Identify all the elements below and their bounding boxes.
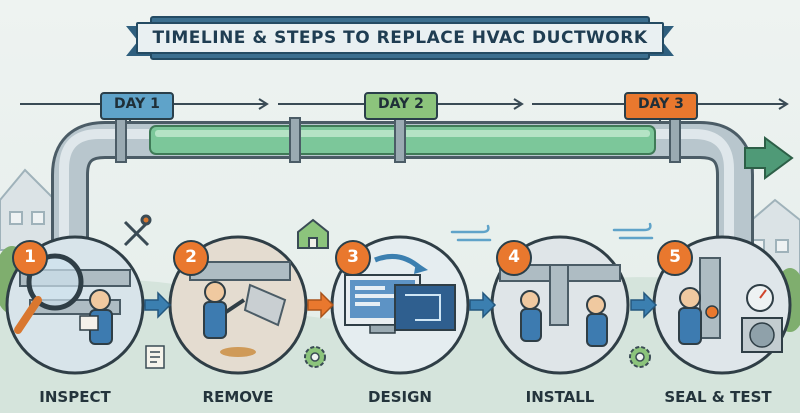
gear-icon-1 [304, 346, 326, 368]
wind-icon-2 [612, 222, 654, 240]
banner-body: TIMELINE & STEPS TO REPLACE HVAC DUCTWOR… [136, 16, 664, 60]
step-1-badge: 1 [12, 240, 48, 276]
page-title: TIMELINE & STEPS TO REPLACE HVAC DUCTWOR… [136, 22, 664, 54]
step-3-badge: 3 [335, 240, 371, 276]
step-2-label: REMOVE [202, 388, 274, 406]
step-1-label: INSPECT [39, 388, 111, 406]
step-arrows [144, 291, 658, 319]
title-banner: TIMELINE & STEPS TO REPLACE HVAC DUCTWOR… [126, 16, 674, 60]
step-4-badge: 4 [496, 240, 532, 276]
tools-icon [123, 214, 152, 247]
house-left [0, 168, 56, 251]
checklist-icon [145, 345, 165, 369]
design-scene [344, 253, 456, 334]
step-2-badge: 2 [173, 240, 209, 276]
step-5-label: SEAL & TEST [664, 388, 772, 406]
flow-arrow [744, 136, 794, 180]
house-icon [297, 218, 329, 249]
install-scene [499, 264, 621, 347]
seal-test-scene [678, 257, 783, 353]
day-2-tag: DAY 2 [364, 92, 438, 120]
main-duct-pipe [51, 117, 754, 260]
gear-icon-2 [629, 346, 651, 368]
wind-icon-1 [450, 224, 492, 242]
step-4-label: INSTALL [525, 388, 595, 406]
day-1-tag: DAY 1 [100, 92, 174, 120]
day-3-tag: DAY 3 [624, 92, 698, 120]
step-5-badge: 5 [657, 240, 693, 276]
step-3-label: DESIGN [368, 388, 432, 406]
